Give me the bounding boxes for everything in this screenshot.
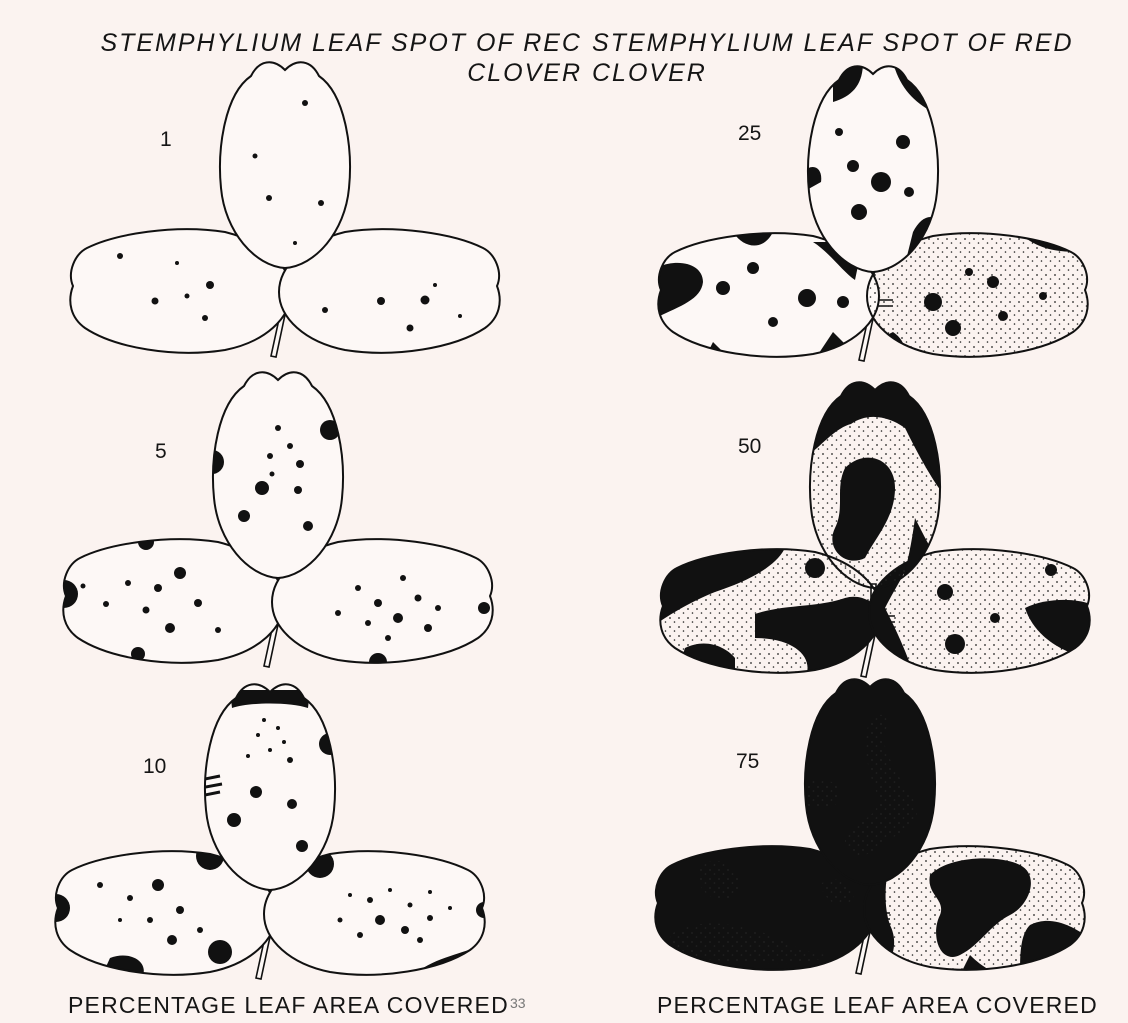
trifoliate-25: [648, 62, 1088, 362]
leaflet-top: [805, 679, 935, 885]
trifoliate-5: [50, 372, 493, 671]
trifoliate-50: [650, 378, 1090, 678]
trifoliate-1: [70, 62, 499, 357]
trifoliate-75: [655, 679, 1085, 975]
leaflet-top: [220, 62, 350, 268]
trifoliate-10: [42, 684, 492, 980]
